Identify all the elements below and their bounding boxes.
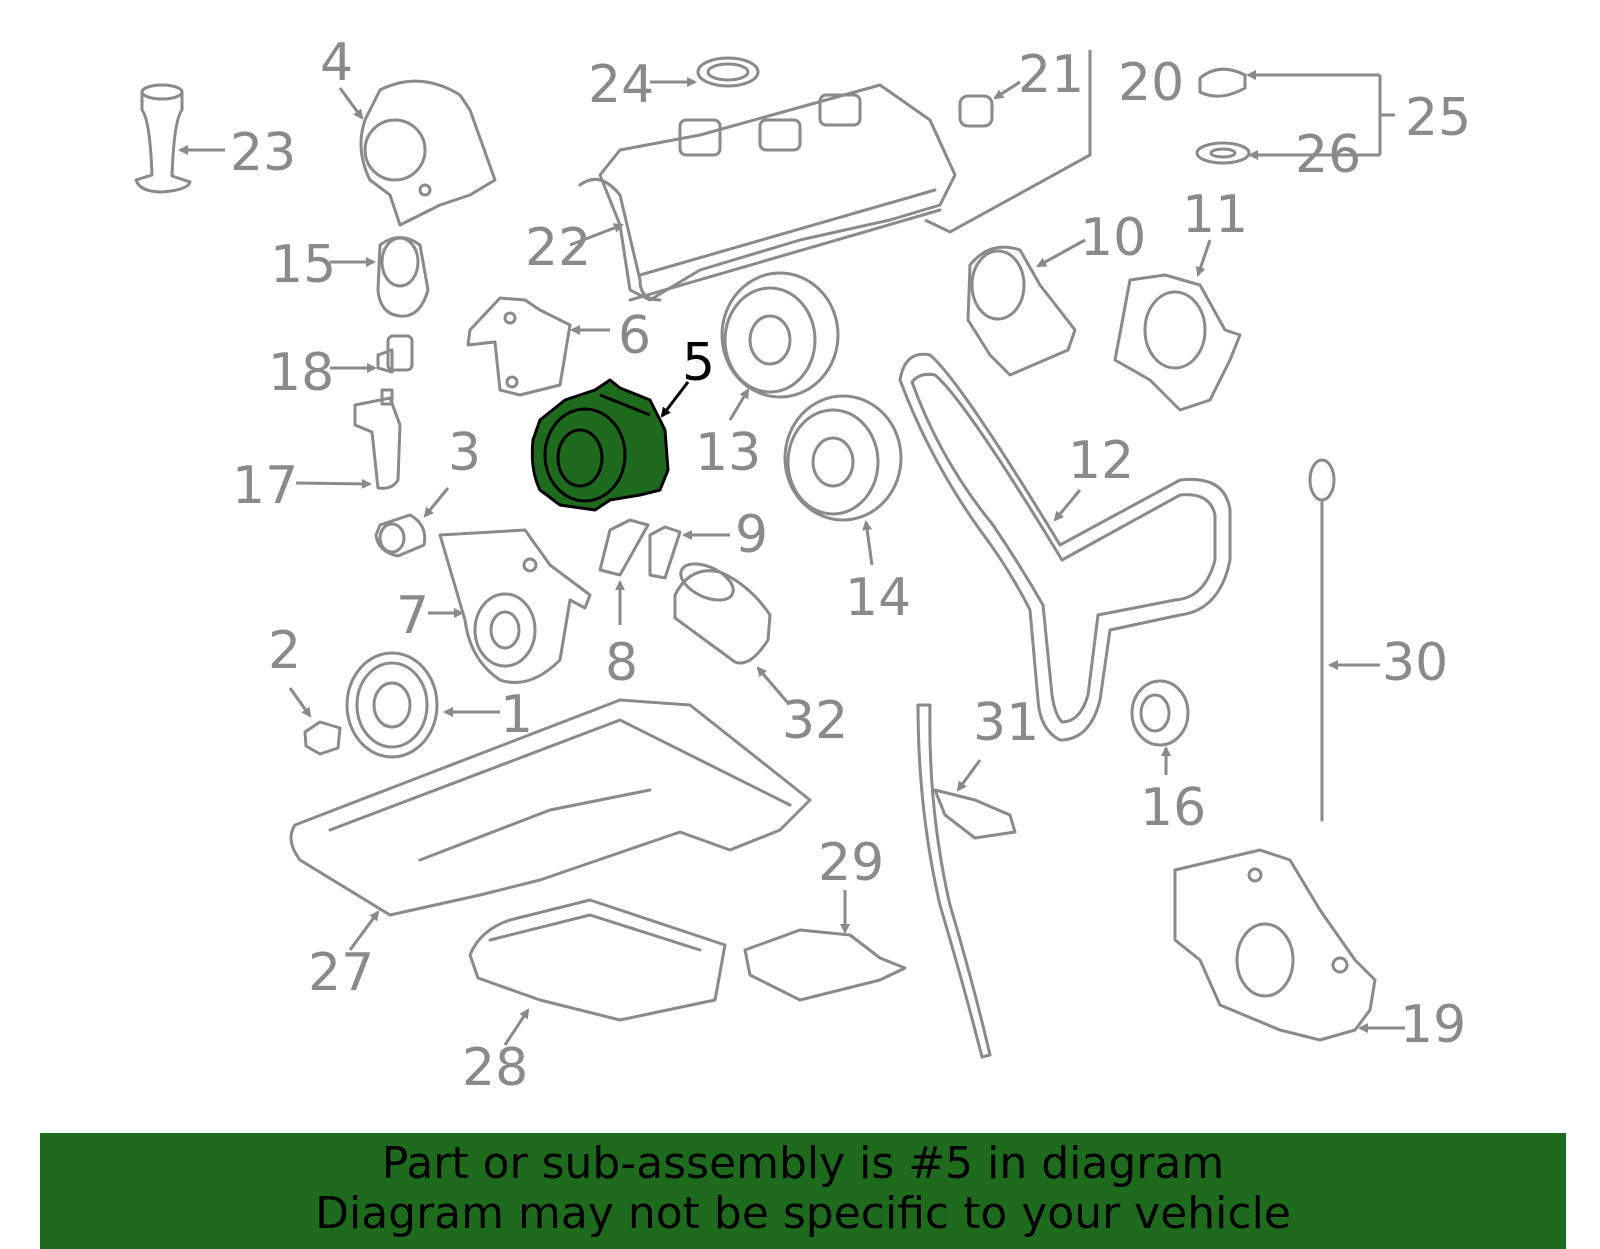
callout-16: 16	[1140, 778, 1206, 838]
callout-4: 4	[320, 33, 353, 93]
callout-25: 25	[1405, 88, 1471, 148]
callout-8: 8	[605, 633, 638, 693]
callout-10: 10	[1080, 208, 1146, 268]
callout-26: 26	[1295, 125, 1361, 185]
callout-labels: 4 23 15 18 17 3 7 2 1 6 5 22 24 21 20 25…	[230, 33, 1471, 1098]
part-20-oil-cap	[1198, 67, 1247, 98]
callout-18: 18	[268, 343, 334, 403]
callout-23: 23	[230, 123, 296, 183]
part-10-cover	[966, 238, 1086, 377]
part-8-pad	[598, 518, 650, 625]
callout-21: 21	[1018, 45, 1084, 105]
callout-31: 31	[973, 693, 1039, 753]
banner-line-1: Part or sub-assembly is #5 in diagram	[381, 1138, 1225, 1189]
callout-9: 9	[735, 505, 768, 565]
callout-11: 11	[1182, 185, 1248, 245]
callout-24: 24	[588, 55, 654, 115]
callout-19: 19	[1400, 995, 1466, 1055]
info-banner: Part or sub-assembly is #5 in diagram Di…	[40, 1133, 1566, 1249]
callout-7: 7	[396, 586, 429, 646]
part-29-baffle	[743, 890, 907, 1002]
part-3-gear	[374, 487, 450, 558]
part-19-front-case	[1173, 848, 1405, 1042]
callout-20: 20	[1118, 53, 1184, 113]
part-32-oil-filter	[673, 562, 790, 704]
callout-6: 6	[618, 306, 651, 366]
part-16-idler-pulley	[1130, 679, 1190, 775]
part-26-cap-gasket	[1195, 141, 1251, 165]
part-23-oil-filler-neck	[134, 83, 225, 194]
part-31-dipstick-tube	[916, 703, 1017, 1059]
callout-22: 22	[525, 218, 591, 278]
part-15-gasket	[330, 236, 430, 318]
callout-2: 2	[268, 621, 301, 681]
part-22-valve-cover	[569, 83, 957, 302]
callout-29: 29	[818, 833, 884, 893]
part-17-sensor	[295, 388, 402, 490]
banner-line-2: Diagram may not be specific to your vehi…	[315, 1188, 1291, 1239]
part-9-pad	[648, 525, 730, 580]
callout-13: 13	[695, 423, 761, 483]
callout-12: 12	[1068, 431, 1134, 491]
part-6-bracket	[466, 296, 610, 397]
part-13-cam-pulley	[720, 271, 840, 421]
part-12-timing-belt	[898, 352, 1232, 742]
callout-28: 28	[462, 1038, 528, 1098]
part-24-seal	[650, 56, 760, 88]
callout-15: 15	[270, 235, 336, 295]
callout-3: 3	[448, 423, 481, 483]
callout-5-highlighted: 5	[682, 333, 715, 393]
callout-27: 27	[308, 943, 374, 1003]
part-30-dipstick	[1308, 458, 1380, 822]
part-14-cam-pulley	[783, 394, 903, 566]
callout-30: 30	[1382, 633, 1448, 693]
callout-1: 1	[500, 685, 533, 745]
part-5-water-pump-highlighted	[530, 378, 690, 512]
callout-32: 32	[782, 691, 848, 751]
callout-14: 14	[845, 568, 911, 628]
part-18-sensor	[330, 334, 414, 374]
part-7-oil-pump	[428, 528, 592, 684]
callout-17: 17	[232, 456, 298, 516]
part-28-lower-oil-pan	[468, 898, 727, 1046]
callout-25-bracket	[924, 50, 1395, 234]
part-1-crank-pulley	[345, 651, 500, 759]
part-21-grommet	[958, 80, 1021, 128]
part-2-bolt	[288, 687, 342, 756]
part-4-timing-cover	[338, 79, 497, 227]
part-11-cover	[1113, 239, 1242, 412]
part-27-upper-oil-pan	[289, 698, 812, 951]
